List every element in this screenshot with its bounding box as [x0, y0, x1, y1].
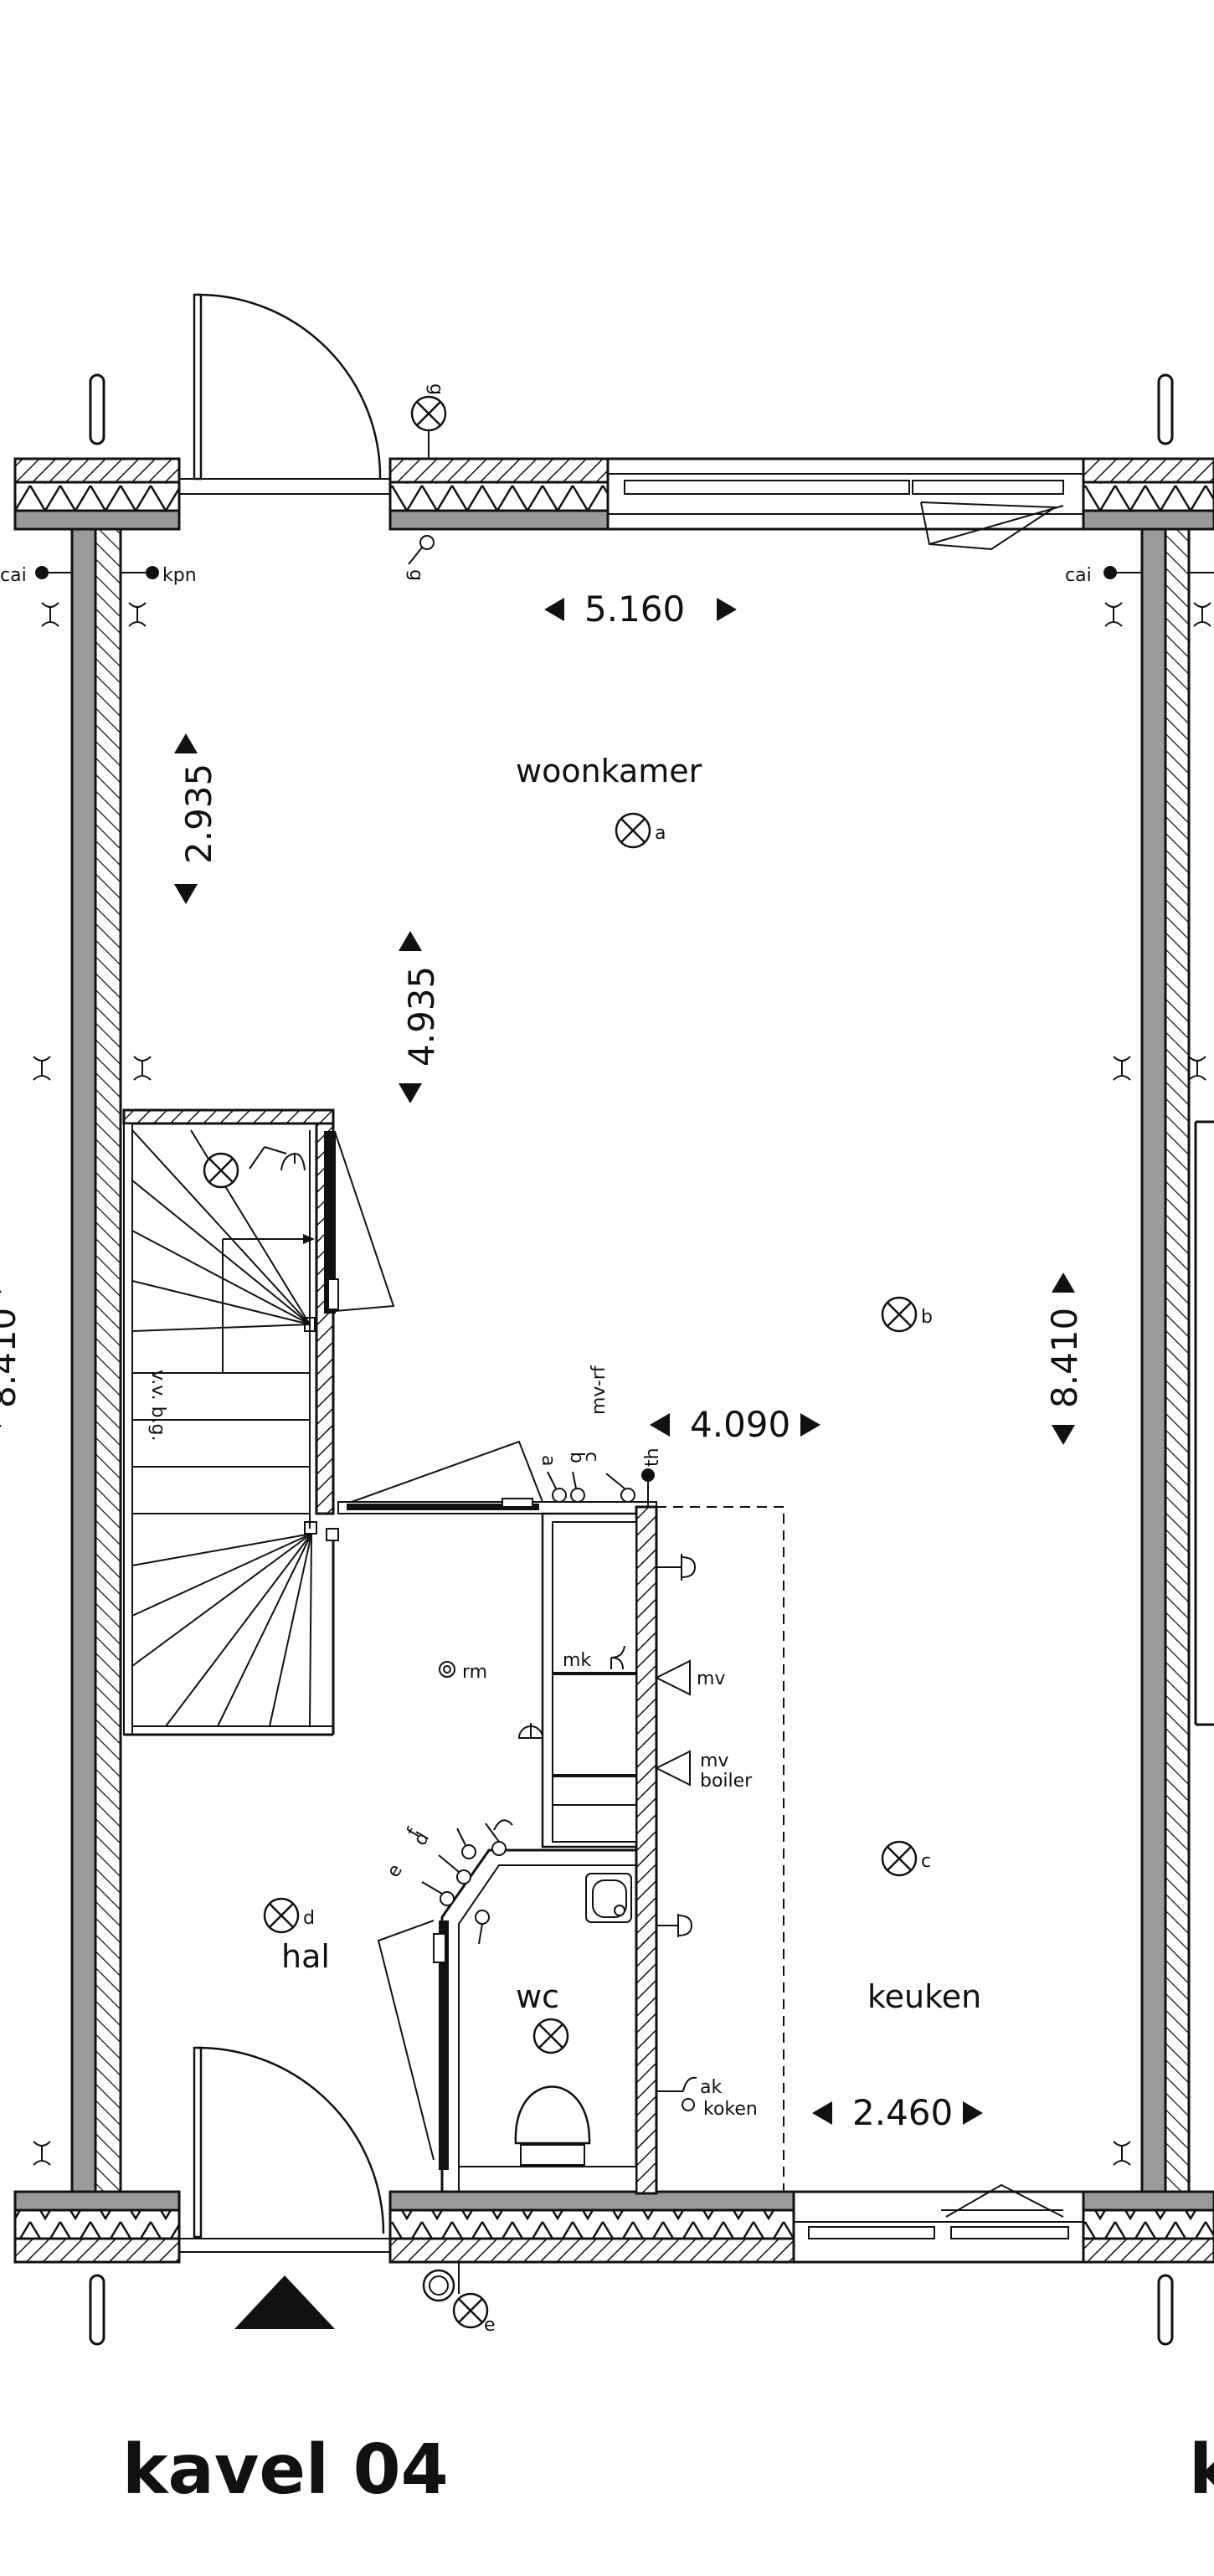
mk-label: mk: [563, 1650, 591, 1671]
hall-outlet-icon: [517, 1723, 544, 1739]
hall-switch-group-icon: [421, 1819, 513, 1945]
cai-kpn-points-icon: [35, 566, 1214, 579]
kitchen-outline: [656, 1506, 784, 2192]
mv-label: mv: [697, 1668, 725, 1689]
gutter-posts: [89, 373, 1174, 2346]
dim-total-depth-right: 8.410: [1044, 1273, 1085, 1445]
room-label-hal: hal: [281, 1938, 330, 1975]
ventilation-boiler-icon: [654, 1750, 691, 1787]
room-label-woonkamer: woonkamer: [516, 753, 702, 789]
dim-top-width: 5.160: [544, 589, 737, 630]
thermostat-label: th: [642, 1447, 663, 1467]
entrance-arrow-icon: [234, 2275, 335, 2329]
svg-text:5.160: 5.160: [584, 589, 685, 630]
light-c-label: c: [921, 1851, 931, 1872]
switch-b-label: b: [566, 1452, 587, 1463]
mv-boiler-label-1: mv: [700, 1751, 728, 1771]
switch-g-icon: [408, 535, 435, 565]
top-window: [606, 457, 1085, 551]
ceiling-light-d-icon: [263, 1897, 300, 1934]
dim-left-cut: 8.410: [0, 1289, 23, 1428]
mv-rf-label: mv-rf: [589, 1365, 610, 1415]
stair-switch-icon: [249, 1146, 306, 1171]
switch-group-abc-icon: [547, 1468, 655, 1507]
ak-label-2: koken: [703, 2099, 758, 2120]
switch-c-label: c: [581, 1452, 602, 1462]
light-e-label: e: [484, 2315, 496, 2336]
ceiling-light-c-icon: [881, 1840, 918, 1877]
dim-mid-width: 4.090: [650, 1404, 820, 1445]
smoke-detector-icon: [439, 1661, 455, 1678]
hall-wall: [337, 1440, 658, 2195]
party-wall-outlets-icon: [33, 602, 1211, 2166]
svg-text:4.090: 4.090: [690, 1404, 790, 1445]
svg-text:2.935: 2.935: [178, 764, 219, 864]
right-party-wall: [1140, 527, 1214, 2205]
ceiling-light-a-icon: [615, 812, 651, 849]
ak-label-1: ak: [700, 2077, 722, 2098]
left-party-wall: [70, 527, 122, 2205]
svg-text:4.935: 4.935: [401, 966, 442, 1067]
ceiling-light-b-icon: [881, 1296, 918, 1333]
outdoor-light-g-icon: [410, 395, 447, 459]
front-door-top: [179, 293, 390, 495]
light-b-label: b: [921, 1307, 933, 1328]
switch-a-label: a: [538, 1455, 558, 1466]
kpn-label: kpn: [162, 565, 197, 586]
room-label-wc: wc: [516, 1978, 559, 2015]
wc-basin-icon: [585, 1873, 632, 1923]
stair-light-icon: [203, 1152, 239, 1189]
light-g-label: g: [425, 383, 446, 395]
stair-label: v.v. b.g.: [147, 1370, 168, 1442]
cai-right-label: cai: [1065, 565, 1092, 586]
ventilation-mv-icon: [654, 1659, 691, 1696]
switch-e-label: e: [383, 1861, 407, 1881]
dim-living-depth-mid: 4.935: [399, 931, 442, 1103]
next-plot-title-fragment: k: [1189, 2430, 1214, 2510]
dim-living-depth-left: 2.935: [174, 733, 219, 904]
plot-title: kavel 04: [122, 2430, 449, 2510]
cupboard-door: [324, 1131, 395, 1314]
wc-room: [377, 1848, 637, 2193]
mv-boiler-label-2: boiler: [700, 1771, 753, 1792]
svg-text:8.410: 8.410: [1044, 1308, 1085, 1408]
meter-cupboard: [541, 1512, 638, 1848]
kitchen-outlets-icon: [656, 1554, 697, 2111]
cai-left-label: cai: [0, 565, 27, 586]
back-door: [179, 2046, 390, 2329]
dim-kitchen-width: 2.460: [812, 2092, 983, 2133]
back-window: [792, 2183, 1085, 2264]
room-label-keuken: keuken: [867, 1978, 981, 2015]
svg-text:2.460: 2.460: [852, 2092, 953, 2133]
light-d-label: d: [303, 1908, 315, 1929]
outdoor-light-e-icon: [422, 2262, 489, 2329]
light-a-label: a: [655, 823, 666, 844]
staircase: [122, 1108, 339, 1736]
wc-light-icon: [532, 2018, 569, 2054]
rm-label: rm: [462, 1662, 487, 1683]
top-facade-wall: [13, 457, 1214, 531]
meter-outlet-icon: [610, 1645, 625, 1670]
svg-text:8.410: 8.410: [0, 1308, 23, 1408]
switch-g-label: g: [405, 569, 426, 581]
